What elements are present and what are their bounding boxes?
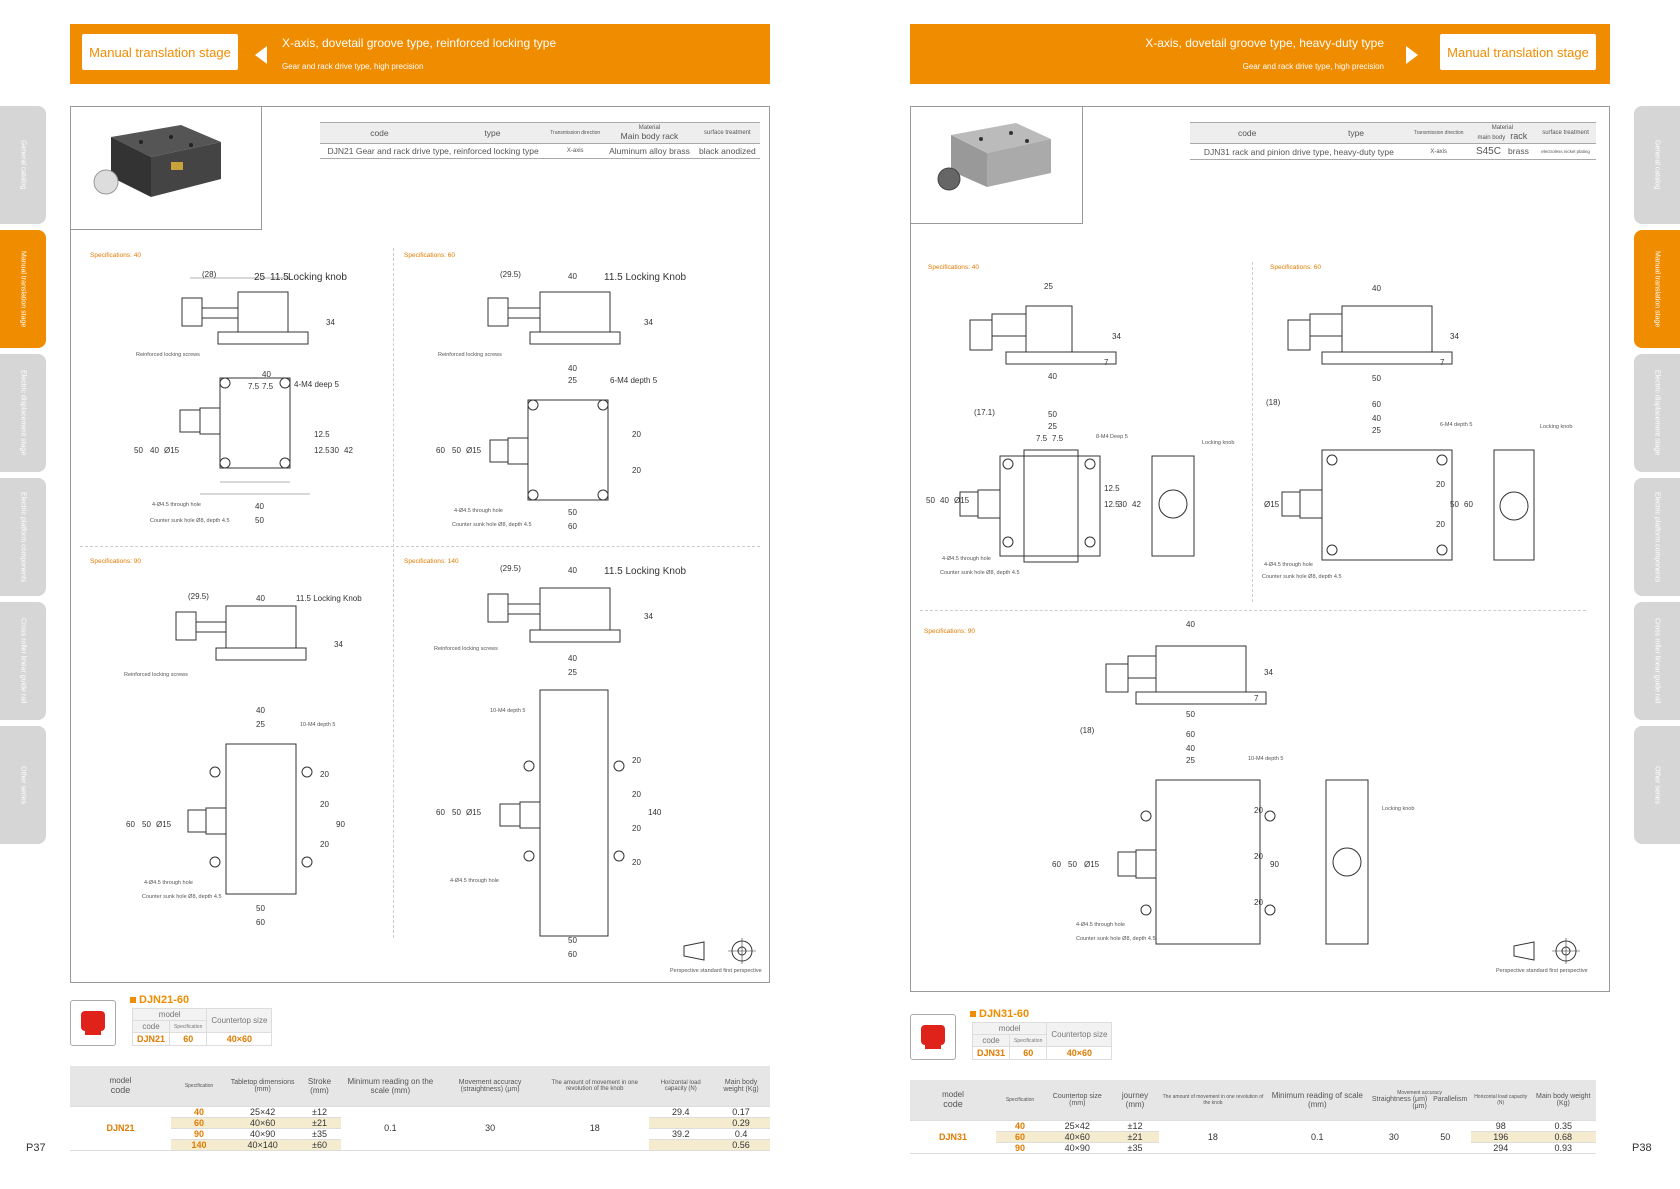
tab-manual-translation-left[interactable]: Manual translation stage: [0, 230, 46, 348]
spec-head-surface: surface treatment: [694, 122, 760, 144]
tab-electric-displacement-left[interactable]: Electric displacement stage: [0, 354, 46, 472]
tab-general-catalog-right[interactable]: General catalog: [1634, 106, 1680, 224]
projection-symbol-icon-right: [1513, 938, 1580, 964]
left-projection-note: Perspective standard first perspective: [670, 968, 762, 974]
spec-row-direction: X-axis: [546, 143, 605, 159]
left-category-tag: Manual translation stage: [82, 34, 238, 70]
spec-label-60-right: Specifications: 60: [1270, 264, 1321, 271]
spec-label-60: Specifications: 60: [404, 252, 455, 259]
tab-other-series-right[interactable]: Other series: [1634, 726, 1680, 844]
drawing-spec-40: [179, 277, 310, 495]
spec-label-90-right: Specifications: 90: [924, 628, 975, 635]
right-category-tag: Manual translation stage: [1440, 34, 1596, 70]
tab-other-series-left[interactable]: Other series: [0, 726, 46, 844]
right-spec-table: code type Transmission direction Materia…: [1190, 122, 1596, 160]
right-banner-title: X-axis, dovetail groove type, heavy-duty…: [1145, 36, 1384, 50]
spec-row-material: Aluminum alloy brass: [604, 143, 695, 159]
spec-head-direction: Transmission direction: [546, 122, 605, 144]
spec-label-40: Specifications: 40: [90, 252, 141, 259]
tab-electric-displacement-right[interactable]: Electric displacement stage: [1634, 354, 1680, 472]
spec-label-90: Specifications: 90: [90, 558, 141, 565]
left-arrow-icon: [255, 46, 267, 64]
stage-photo-icon: [93, 125, 221, 197]
spec-head-code: code: [1190, 122, 1305, 144]
spec-row-code-type: DJN31 rack and pinion drive type, heavy-…: [1190, 143, 1408, 160]
drawing-spec-140: [487, 587, 625, 937]
right-page-number: P38: [1632, 1142, 1652, 1154]
tab-cross-roller-right[interactable]: Cross roller linear guide rail: [1634, 602, 1680, 720]
spec-label-40-right: Specifications: 40: [928, 264, 979, 271]
left-spec-table: code type Transmission direction Materia…: [320, 122, 760, 159]
drawing-spec-60-right: [1281, 305, 1535, 561]
left-banner: Manual translation stage X-axis, dovetai…: [70, 24, 770, 84]
drawing-spec-60: [487, 291, 621, 501]
tab-electric-platform-right[interactable]: Electric platform components: [1634, 478, 1680, 596]
right-model-name: DJN31-60: [970, 1008, 1029, 1020]
right-banner-subtitle: Gear and rack drive type, high precision: [1242, 62, 1384, 71]
left-page-number: P37: [26, 1142, 46, 1154]
right-banner: X-axis, dovetail groove type, heavy-duty…: [910, 24, 1610, 84]
left-product-photo: [70, 106, 262, 230]
drawing-spec-90-right: [1105, 645, 1369, 945]
spec-head-code: code: [320, 122, 439, 144]
spec-head-direction: Transmission direction: [1407, 122, 1470, 144]
left-drawing-panel: [70, 106, 770, 983]
right-arrow-icon: [1406, 46, 1418, 64]
left-banner-subtitle: Gear and rack drive type, high precision: [282, 62, 424, 71]
phone-icon-right: [910, 1014, 956, 1060]
spec-head-type: type: [1304, 122, 1408, 144]
spec-row-surface: black anodized: [694, 143, 760, 159]
drawing-spec-90: [175, 605, 313, 895]
left-banner-title: X-axis, dovetail groove type, reinforced…: [282, 36, 557, 50]
spec-label-140: Specifications: 140: [404, 558, 459, 565]
right-product-photo: [910, 106, 1083, 224]
stage-photo-icon: [937, 123, 1051, 191]
drawing-spec-40-right: [959, 305, 1195, 563]
tab-cross-roller-left[interactable]: Cross roller linear guide rail: [0, 602, 46, 720]
left-model-name: DJN21-60: [130, 994, 189, 1006]
tab-electric-platform-left[interactable]: Electric platform components: [0, 478, 46, 596]
spec-head-type: type: [438, 122, 547, 144]
tab-manual-translation-right[interactable]: Manual translation stage: [1634, 230, 1680, 348]
spec-head-surface: surface treatment: [1535, 122, 1596, 144]
phone-icon: [70, 1000, 116, 1046]
projection-symbol-icon: [683, 938, 756, 964]
tab-general-catalog-left[interactable]: General catalog: [0, 106, 46, 224]
spec-row-code-type: DJN21 Gear and rack drive type, reinforc…: [320, 143, 547, 159]
right-projection-note: Perspective standard first perspective: [1496, 968, 1588, 974]
